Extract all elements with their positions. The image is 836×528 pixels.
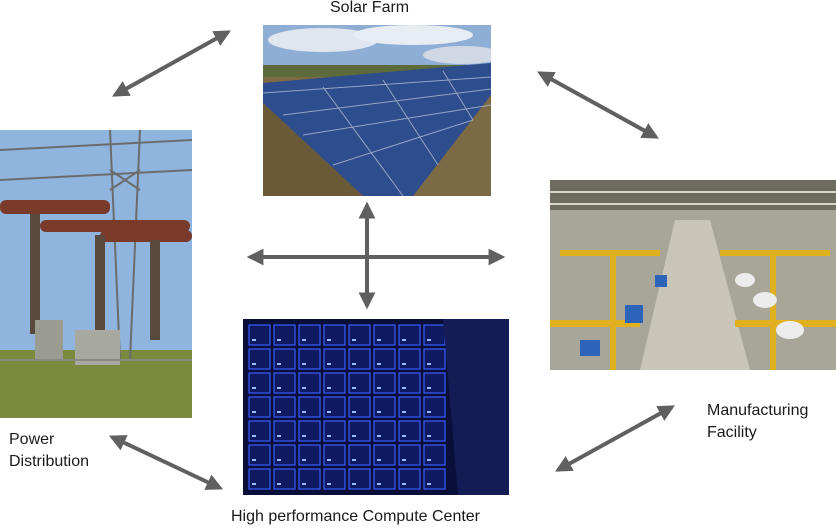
solar-farm-image xyxy=(263,25,491,196)
manufacturing-facility-image xyxy=(550,180,836,370)
manufacturing-label-line1: Manufacturing xyxy=(707,402,809,419)
power-label-line1: Power xyxy=(9,431,55,448)
compute-center-label: High performance Compute Center xyxy=(231,508,481,525)
manufacturing-label-line2: Facility xyxy=(707,424,757,441)
power-distribution-image xyxy=(0,130,192,418)
arrow-compute-manufacturing xyxy=(555,405,675,472)
arrow-solar-manufacturing xyxy=(537,71,659,139)
arrow-power-solar xyxy=(112,30,231,97)
solar-farm-label: Solar Farm xyxy=(330,0,410,16)
arrow-power-compute xyxy=(108,435,224,490)
power-label-line2: Distribution xyxy=(9,453,90,470)
compute-center-image xyxy=(243,319,509,495)
manufacturing-facility-label: Manufacturing Facility xyxy=(707,400,808,444)
power-distribution-label: Power Distribution xyxy=(9,429,89,473)
